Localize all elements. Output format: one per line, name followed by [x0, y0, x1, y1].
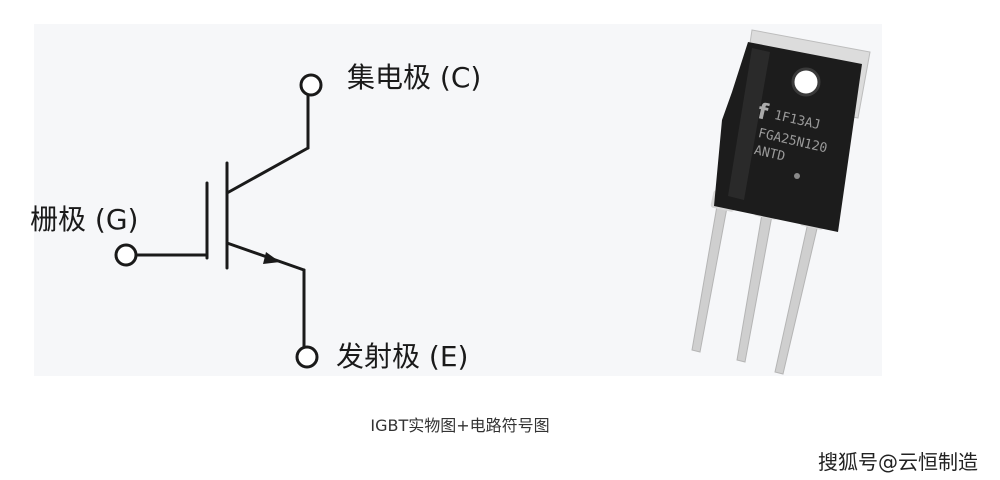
- gate-label: 栅极 (G): [30, 203, 139, 236]
- package-sheen: [728, 48, 770, 200]
- watermark: 搜狐号@云恒制造: [818, 450, 978, 474]
- collector-diagonal: [225, 146, 310, 195]
- collector-label: 集电极 (C): [347, 61, 482, 94]
- figure-caption: IGBT实物图+电路符号图: [370, 416, 550, 435]
- emitter-arrow: [263, 252, 280, 264]
- mounting-hole: [791, 67, 821, 97]
- igbt-symbol: [114, 73, 323, 369]
- pin1-dot: [794, 173, 800, 179]
- gate-terminal: [114, 243, 138, 267]
- emitter-terminal: [295, 345, 319, 369]
- collector-terminal: [299, 73, 323, 97]
- emitter-label: 发射极 (E): [336, 340, 469, 373]
- igbt-package: [691, 29, 871, 375]
